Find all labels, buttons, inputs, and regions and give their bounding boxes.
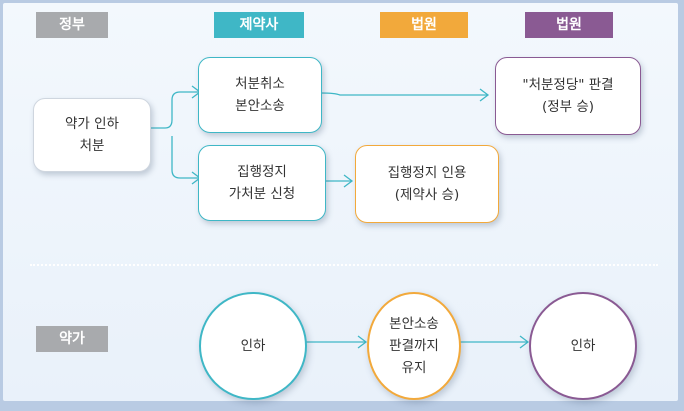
arrowhead-ruling: [479, 88, 490, 102]
circle-maintain-until-ruling: 본안소송 판결까지 유지: [367, 292, 461, 400]
header-pharma: 제약사: [214, 12, 304, 38]
node-cancel-lawsuit: 처분취소 본안소송: [198, 57, 322, 133]
arrowhead-granted: [343, 174, 354, 188]
header-court-1: 법원: [380, 12, 468, 38]
node-injunction-request: 집행정지 가처분 신청: [198, 145, 326, 221]
header-government: 정부: [36, 12, 108, 38]
circle-price-cut-start: 인하: [199, 292, 307, 400]
arrowhead-end: [519, 335, 530, 349]
section-divider: [30, 264, 658, 266]
node-ruling-legitimate: "처분정당" 판결 (정부 승): [495, 57, 641, 135]
header-court-2: 법원: [525, 12, 613, 38]
arrow-order-to-lawsuit: [151, 91, 200, 129]
header-drug-price: 약가: [36, 326, 108, 352]
arrow-order-to-injunction: [171, 136, 200, 179]
node-injunction-granted: 집행정지 인용 (제약사 승): [355, 145, 499, 223]
circle-price-cut-end: 인하: [529, 292, 637, 400]
arrow-lawsuit-to-ruling: [320, 92, 488, 96]
arrowhead-middle: [357, 335, 368, 349]
node-price-cut-order: 약가 인하 처분: [33, 98, 151, 172]
